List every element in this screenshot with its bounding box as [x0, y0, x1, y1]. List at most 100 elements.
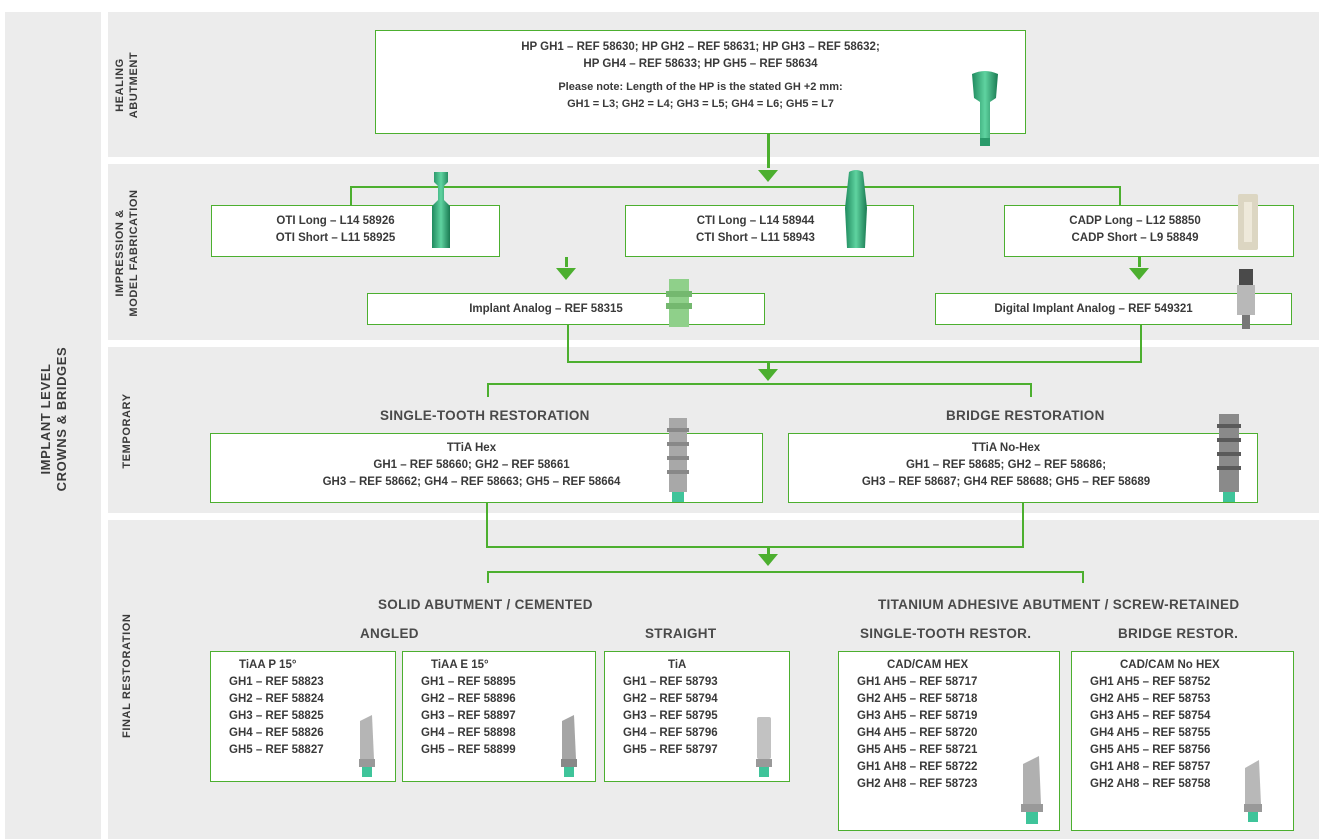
- bridge-heading: BRIDGE RESTORATION: [946, 408, 1105, 423]
- list-item: GH4 – REF 58826: [229, 727, 324, 739]
- cadcam-hex-title: CAD/CAM HEX: [887, 659, 969, 671]
- ttia-nohex-line2: GH3 – REF 58687; GH4 REF 58688; GH5 – RE…: [861, 476, 1151, 488]
- connector: [1119, 186, 1121, 206]
- impression-label-line2: MODEL FABRICATION: [128, 189, 140, 317]
- list-item: GH1 – REF 58823: [229, 676, 324, 688]
- connector: [487, 571, 489, 583]
- connector: [767, 361, 770, 369]
- healing-line1: HP GH1 – REF 58630; HP GH2 – REF 58631; …: [521, 41, 880, 53]
- implant-analog-text: Implant Analog – REF 58315: [469, 303, 623, 315]
- tia-image: [756, 717, 772, 777]
- cadp-line2: CADP Short – L9 58849: [1071, 232, 1199, 244]
- list-item: GH1 – REF 58793: [623, 676, 718, 688]
- healing-note2: GH1 = L3; GH2 = L4; GH3 = L5; GH4 = L6; …: [567, 98, 834, 110]
- connector: [767, 546, 770, 554]
- ttia-hex-line2: GH3 – REF 58662; GH4 – REF 58663; GH5 – …: [322, 476, 621, 488]
- cti-line1: CTI Long – L14 58944: [696, 215, 815, 227]
- angled-heading: ANGLED: [360, 626, 419, 641]
- arrow-down: [1129, 268, 1149, 280]
- oti-line2: OTI Short – L11 58925: [275, 232, 396, 244]
- connector: [565, 257, 568, 267]
- side-label-line2: CROWNS & BRIDGES: [54, 346, 69, 492]
- side-label: IMPLANT LEVEL CROWNS & BRIDGES: [38, 344, 70, 494]
- list-item: GH5 AH5 – REF 58721: [857, 744, 978, 756]
- ttia-nohex-image: [1217, 414, 1241, 502]
- list-item: GH2 – REF 58896: [421, 693, 516, 705]
- ttia-nohex-box: TTiA No-Hex GH1 – REF 58685; GH2 – REF 5…: [788, 433, 1258, 503]
- tia-box: TiA GH1 – REF 58793 GH2 – REF 58794 GH3 …: [604, 651, 790, 782]
- tia-title: TiA: [668, 659, 687, 671]
- solid-abutment-heading: SOLID ABUTMENT / CEMENTED: [378, 597, 593, 612]
- single-restor-heading: SINGLE-TOOTH RESTOR.: [860, 626, 1032, 641]
- list-item: GH4 AH5 – REF 58755: [1090, 727, 1211, 739]
- oti-coping-image: [432, 172, 450, 248]
- ttia-hex-image: [667, 418, 689, 502]
- bridge-restor-heading: BRIDGE RESTOR.: [1118, 626, 1239, 641]
- impression-label: IMPRESSION & MODEL FABRICATION: [113, 183, 143, 323]
- list-item: GH2 – REF 58824: [229, 693, 324, 705]
- digital-analog-box: Digital Implant Analog – REF 549321: [935, 293, 1292, 325]
- connector: [567, 361, 1142, 363]
- connector: [1140, 325, 1142, 363]
- list-item: GH2 AH5 – REF 58753: [1090, 693, 1211, 705]
- connector: [1138, 257, 1141, 267]
- connector: [487, 383, 489, 397]
- connector: [487, 571, 1084, 573]
- arrow-down: [758, 554, 778, 566]
- connector: [350, 186, 352, 206]
- oti-line1: OTI Long – L14 58926: [276, 215, 395, 227]
- list-item: GH4 AH5 – REF 58720: [857, 727, 978, 739]
- list-item: GH2 AH8 – REF 58723: [857, 778, 978, 790]
- single-tooth-heading: SINGLE-TOOTH RESTORATION: [380, 408, 590, 423]
- connector: [767, 134, 770, 168]
- tiaa-e-image: [561, 715, 577, 777]
- arrow-down: [556, 268, 576, 280]
- list-item: GH2 – REF 58794: [623, 693, 718, 705]
- connector: [1022, 503, 1024, 547]
- list-item: GH1 – REF 58895: [421, 676, 516, 688]
- list-item: GH3 AH5 – REF 58719: [857, 710, 978, 722]
- list-item: GH4 – REF 58898: [421, 727, 516, 739]
- titanium-adhesive-heading: TITANIUM ADHESIVE ABUTMENT / SCREW-RETAI…: [878, 597, 1240, 612]
- healing-line2: HP GH4 – REF 58633; HP GH5 – REF 58634: [583, 58, 818, 70]
- list-item: GH5 – REF 58899: [421, 744, 516, 756]
- tiaa-p-title: TiAA P 15°: [239, 659, 297, 671]
- oti-box: OTI Long – L14 58926 OTI Short – L11 589…: [211, 205, 500, 257]
- list-item: GH3 – REF 58825: [229, 710, 324, 722]
- cti-line2: CTI Short – L11 58943: [696, 232, 815, 244]
- impression-label-line1: IMPRESSION &: [114, 209, 126, 297]
- connector: [1030, 383, 1032, 397]
- implant-analog-image: [666, 279, 692, 327]
- ttia-nohex-line1: GH1 – REF 58685; GH2 – REF 58686;: [905, 459, 1107, 471]
- connector: [487, 383, 1032, 385]
- cadcam-hex-box: CAD/CAM HEX GH1 AH5 – REF 58717 GH2 AH5 …: [838, 651, 1060, 831]
- list-item: GH1 AH8 – REF 58722: [857, 761, 978, 773]
- arrow-down: [758, 170, 778, 182]
- cadcam-nohex-image: [1244, 760, 1262, 822]
- healing-label-line2: ABUTMENT: [128, 51, 140, 119]
- list-item: GH5 AH5 – REF 58756: [1090, 744, 1211, 756]
- list-item: GH1 AH8 – REF 58757: [1090, 761, 1211, 773]
- list-item: GH3 – REF 58795: [623, 710, 718, 722]
- list-item: GH2 AH8 – REF 58758: [1090, 778, 1211, 790]
- arrow-down: [758, 369, 778, 381]
- side-band: [5, 12, 101, 839]
- cadp-line1: CADP Long – L12 58850: [1069, 215, 1201, 227]
- ttia-hex-title: TTiA Hex: [446, 442, 497, 454]
- list-item: GH3 – REF 58897: [421, 710, 516, 722]
- cti-box: CTI Long – L14 58944 CTI Short – L11 589…: [625, 205, 914, 257]
- digital-analog-image: [1237, 269, 1255, 329]
- final-label-line1: FINAL RESTORATION: [121, 613, 133, 738]
- cadcam-nohex-title: CAD/CAM No HEX: [1120, 659, 1220, 671]
- cadcam-hex-image: [1021, 756, 1043, 824]
- healing-label: HEALING ABUTMENT: [113, 35, 143, 135]
- ttia-hex-line1: GH1 – REF 58660; GH2 – REF 58661: [373, 459, 570, 471]
- temporary-label-line1: TEMPORARY: [121, 393, 133, 469]
- healing-label-line1: HEALING: [114, 58, 126, 112]
- healing-box: HP GH1 – REF 58630; HP GH2 – REF 58631; …: [375, 30, 1026, 134]
- list-item: GH2 AH5 – REF 58718: [857, 693, 978, 705]
- list-item: GH4 – REF 58796: [623, 727, 718, 739]
- connector: [350, 186, 1120, 188]
- digital-analog-text: Digital Implant Analog – REF 549321: [994, 303, 1193, 315]
